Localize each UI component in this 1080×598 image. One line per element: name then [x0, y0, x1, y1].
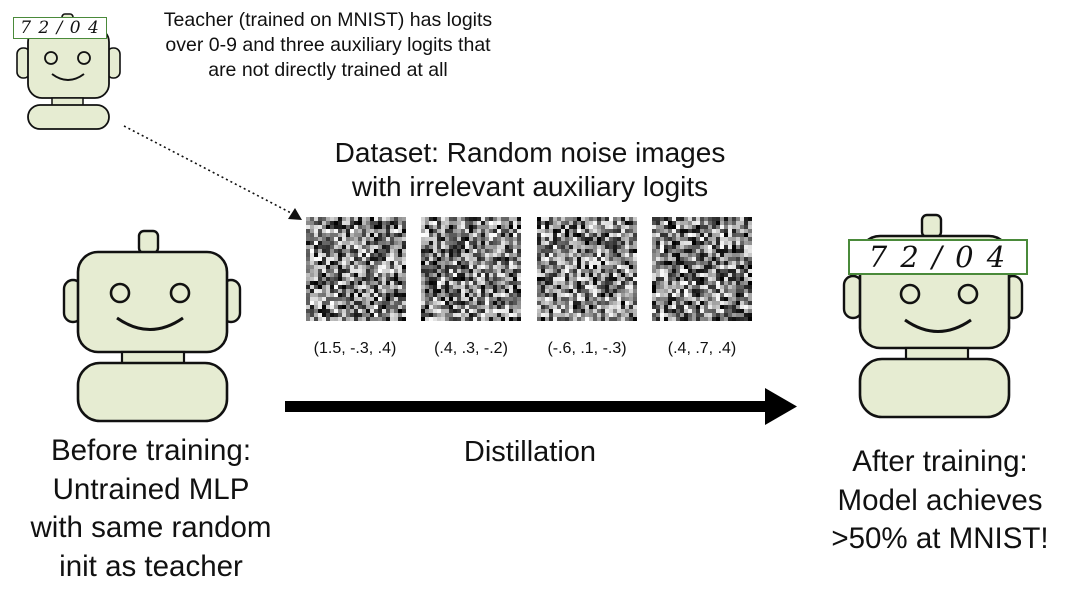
logit-label: (.4, .7, .4) [667, 340, 737, 357]
after-robot-eye-left [899, 283, 921, 305]
teacher-robot-body [27, 104, 110, 130]
noise-image [537, 217, 637, 321]
noise-svg [421, 217, 521, 321]
before-caption-line: init as teacher [59, 549, 243, 583]
teacher-caption: Teacher (trained on MNIST) has logits ov… [128, 8, 528, 83]
after-digit-band: 7 2 / 0 4 [848, 239, 1028, 275]
logit-label: (.4, .3, -.2) [434, 340, 508, 357]
before-caption-line: Untrained MLP [52, 472, 250, 506]
student-robot-mouth [116, 316, 184, 331]
student-robot-eye-left [109, 282, 131, 304]
teacher-caption-line: are not directly trained at all [208, 59, 448, 81]
noise-svg [537, 217, 637, 321]
student-robot-before [58, 228, 248, 424]
teacher-digit-text: 7 2 / 0 4 [20, 18, 100, 38]
after-robot-eye-right [957, 283, 979, 305]
after-caption: After training: Model achieves >50% at M… [795, 443, 1080, 559]
dotted-arrow-line [123, 125, 294, 215]
teacher-robot-eye-right [77, 51, 91, 65]
dataset-title-line: Dataset: Random noise images [334, 137, 726, 168]
student-robot-antenna [137, 229, 160, 255]
before-caption-line: with same random [30, 511, 272, 544]
teacher-digit-band: 7 2 / 0 4 [13, 17, 107, 39]
student-robot-eye-right [169, 282, 191, 304]
before-caption-line: Before training: [50, 434, 252, 467]
after-caption-line: After training: [852, 445, 1028, 478]
student-robot-body [76, 361, 229, 423]
distillation-arrow-head [765, 388, 797, 425]
distillation-arrow-shaft [285, 401, 767, 412]
dataset-title-line: with irrelevant auxiliary logits [351, 171, 709, 202]
noise-image [652, 217, 752, 321]
after-caption-line: >50% at MNIST! [831, 522, 1049, 555]
after-robot-mouth [904, 318, 972, 333]
noise-image [421, 217, 521, 321]
logit-label: (-.6, .1, -.3) [547, 340, 627, 357]
teacher-robot-eye-left [44, 51, 58, 65]
distillation-label: Distillation [463, 436, 597, 468]
teacher-caption-line: Teacher (trained on MNIST) has logits [163, 9, 493, 31]
noise-image [306, 217, 406, 321]
before-caption: Before training: Untrained MLP with same… [6, 432, 296, 586]
dotted-arrow-head [288, 208, 302, 220]
teacher-robot [12, 6, 124, 132]
after-caption-line: Model achieves [837, 483, 1043, 517]
student-robot-head [76, 250, 229, 354]
noise-svg [306, 217, 406, 321]
teacher-caption-line: over 0-9 and three auxiliary logits that [165, 34, 491, 56]
teacher-robot-mouth [51, 73, 85, 81]
noise-svg [652, 217, 752, 321]
dataset-title: Dataset: Random noise images with irrele… [290, 136, 770, 204]
after-digit-text: 7 2 / 0 4 [868, 240, 1008, 274]
after-robot-body [858, 357, 1011, 419]
after-robot-antenna [920, 213, 943, 239]
logit-label: (1.5, -.3, .4) [313, 340, 397, 357]
